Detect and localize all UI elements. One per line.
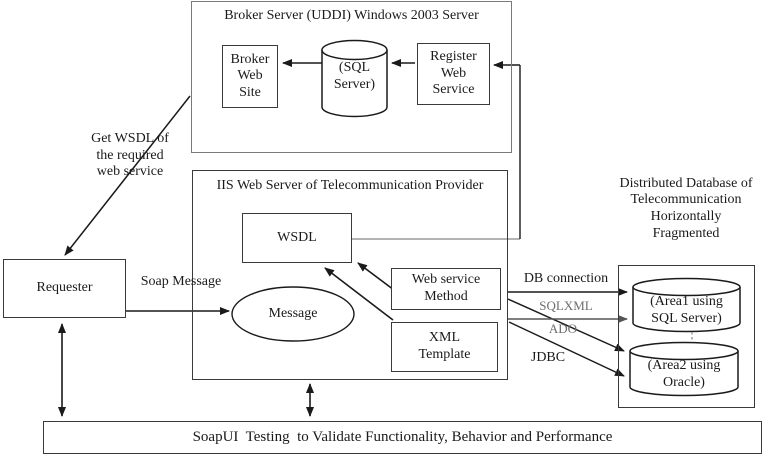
arrow-method-to-wsdl <box>357 262 395 291</box>
iis-server-box <box>192 170 508 380</box>
area2-cylinder-body <box>629 351 739 397</box>
distributed-db-title: Distributed Database of Telecommunicatio… <box>619 175 753 241</box>
ado-label: ADO <box>548 321 578 337</box>
db-connection-label: DB connection <box>523 271 609 287</box>
xml-template-box <box>391 322 498 372</box>
area1-cylinder-body <box>632 287 741 333</box>
web-service-method-box <box>391 268 501 310</box>
register-web-service-label: Register Web Service <box>430 49 477 98</box>
sql-cylinder-body <box>321 50 388 118</box>
area1-label: (Area1 using SQL Server) <box>650 294 723 326</box>
broker-web-site-box <box>222 45 278 108</box>
message-ellipse <box>231 286 355 342</box>
jdbc-label: JDBC <box>530 349 566 365</box>
broker-web-site-label: Broker Web Site <box>230 51 270 100</box>
area2-label: (Area2 using Oracle) <box>647 358 721 390</box>
iis-server-title: IIS Web Server of Telecommunication Prov… <box>216 177 484 193</box>
soapui-label: SoapUI Testing to Validate Functionality… <box>192 428 613 445</box>
broker-server-box <box>191 1 512 153</box>
arrow-xml-to-wsdl <box>324 267 394 321</box>
area2-cylinder-top <box>629 341 739 361</box>
arrow-ado-to-area2 <box>507 298 625 352</box>
sql-server-label: (SQL Server) <box>333 60 376 92</box>
get-wsdl-label: Get WSDL of the required web service <box>91 131 169 180</box>
wsdl-box <box>242 213 352 263</box>
soapui-bar <box>43 421 762 454</box>
requester-box <box>3 259 126 318</box>
web-service-method-label: Web service Method <box>411 272 481 304</box>
arrow-get-wsdl <box>64 95 191 256</box>
broker-server-title: Broker Server (UDDI) Windows 2003 Server <box>224 7 479 23</box>
xml-template-label: XML Template <box>418 330 471 362</box>
soap-message-label: Soap Message <box>140 273 222 289</box>
distributed-db-box <box>618 265 755 408</box>
area1-cylinder-top <box>632 277 741 297</box>
sqlxml-label: SQLXML <box>539 298 593 314</box>
wsdl-label: WSDL <box>277 229 317 245</box>
sql-cylinder-top <box>321 39 388 61</box>
requester-label: Requester <box>36 280 93 296</box>
register-web-service-box <box>417 43 490 105</box>
arrow-jdbc-to-area2 <box>508 321 625 377</box>
message-label: Message <box>268 305 318 321</box>
